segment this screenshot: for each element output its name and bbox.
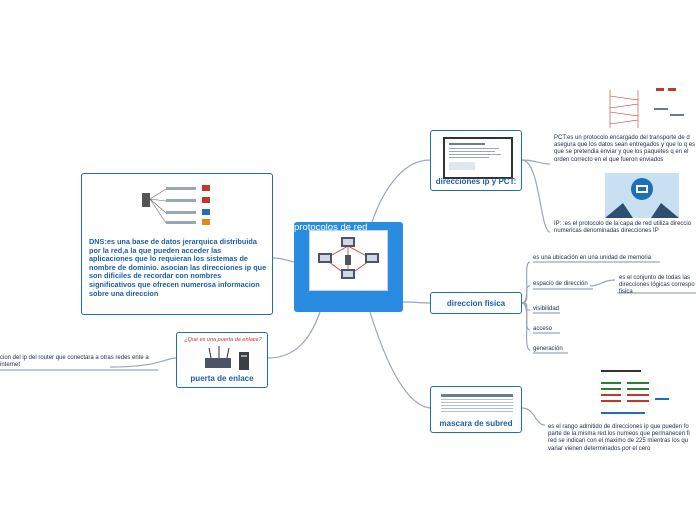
enlace-title: puerta de enlace [190,374,254,383]
link-center-direcciones [371,159,431,223]
fisica-title: direccion fisica [446,299,506,308]
direcciones-title: direcciones ip y PCT: [435,177,517,186]
ip-description: IP: :es el protocolo de la capa de red u… [554,221,692,235]
mascara-title: mascara de subred [439,419,513,428]
pct-diagram-image [598,84,696,132]
dns-hierarchy-diagram [136,181,220,231]
ip-globe-image [605,173,679,218]
node-direccion-fisica[interactable]: direccion fisica [430,292,522,314]
node-puerta-enlace[interactable]: ¿Qué es una puerta de enlace? puerta de … [176,332,268,388]
gateway-router-image: ¿Qué es una puerta de enlace? [183,336,263,374]
node-mascara-subred[interactable]: mascara de subred [430,386,522,433]
link-center-enlace [267,311,321,359]
central-topic[interactable]: protocolos de red [294,222,403,312]
node-direcciones-ip[interactable]: direcciones ip y PCT: [430,130,522,191]
link-direcciones-ip [521,159,551,233]
fisica-item-acceso: acceso [533,326,553,332]
fisica-item-generacion: generación [533,346,563,352]
link-center-mascara [369,311,431,409]
subnet-table-thumbnail [439,392,515,415]
fisica-item-memoria: es una ubicación en una unidad de memori… [533,255,652,261]
enlace-description: cion del ip del router que conectara a o… [0,355,149,369]
pct-description: PCT:es un protocolo encargado del transp… [554,135,696,163]
fisica-espacio-detail: es el conjunto de todas las direcciones … [619,275,695,296]
document-screenshot-thumbnail [443,137,513,179]
link-center-fisica [402,301,431,304]
mascara-description: es el rango admitido de direcciones ip q… [548,424,690,452]
central-title: protocolos de red [294,222,368,233]
network-computers-icon [309,230,388,291]
fisica-item-espacio: espacio de dirección [533,281,588,287]
dns-description: DNS:es una base de datos jerarquica dist… [89,237,267,298]
node-dns[interactable]: DNS:es una base de datos jerarquica dist… [81,173,273,315]
subnet-mask-image [597,368,675,422]
fisica-item-visibilidad: visibilidad [533,306,560,312]
gateway-image-caption: ¿Qué es una puerta de enlace? [184,337,262,343]
link-center-dns [272,257,295,263]
